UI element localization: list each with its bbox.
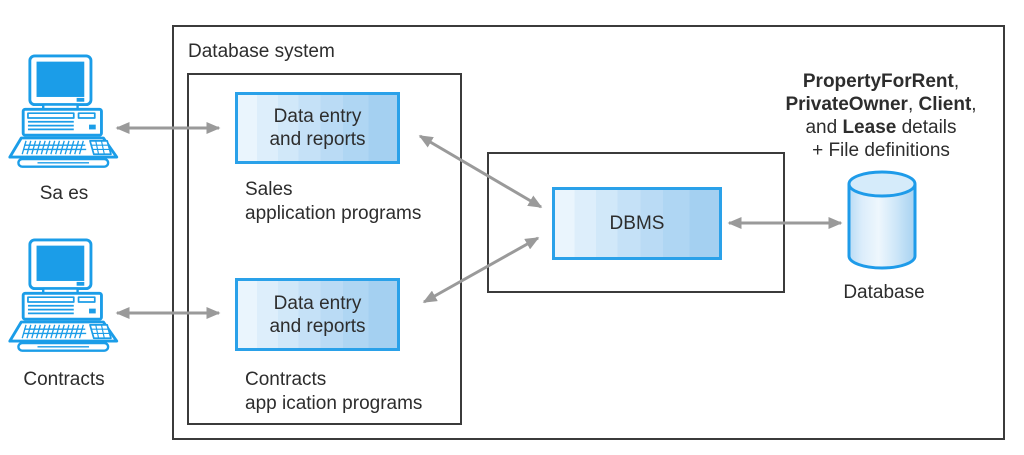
database-system-label: Database system [188, 41, 335, 62]
contracts-data-entry-box: Data entry and reports [235, 278, 400, 351]
sales-user-label: Sa es [39, 183, 89, 204]
file-details-annotation: PropertyForRent, PrivateOwner, Client, a… [746, 70, 1016, 162]
annotation-line-3: and Lease details [805, 117, 957, 138]
sales-data-entry-label: Data entry and reports [269, 106, 366, 150]
annotation-line-2: PrivateOwner, Client, [785, 94, 977, 115]
annotation-line-1: PropertyForRent, [802, 71, 960, 92]
database-cylinder-icon [846, 170, 918, 272]
database-system-box [172, 25, 1005, 440]
sales-apps-caption: Sales application programs [245, 179, 422, 224]
contracts-data-entry-label: Data entry and reports [269, 292, 366, 337]
database-label: Database [843, 282, 925, 303]
contracts-user-label: Contracts [23, 369, 105, 390]
dbms-box: DBMS [552, 187, 722, 260]
annotation-line-4: + File definitions [812, 140, 950, 161]
sales-computer-icon [6, 54, 132, 180]
dbms-label: DBMS [609, 213, 665, 234]
contracts-apps-caption: Contracts app ication programs [245, 369, 423, 414]
sales-data-entry-box: Data entry and reports [235, 92, 400, 164]
contracts-computer-icon [6, 238, 132, 364]
